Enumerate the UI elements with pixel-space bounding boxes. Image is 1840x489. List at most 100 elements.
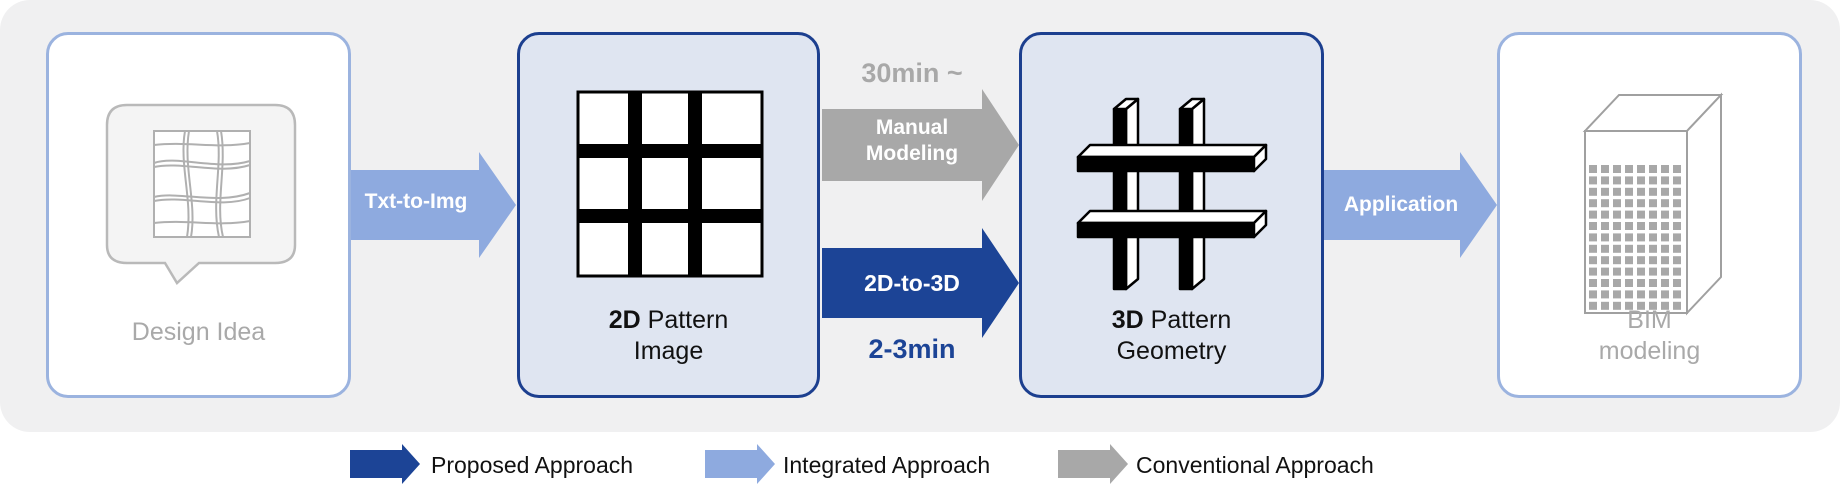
bim-facade-cell: [1589, 222, 1597, 230]
bim-facade-cell: [1625, 267, 1633, 276]
bim-facade-cell: [1649, 165, 1657, 173]
pattern-2d-label: 2D Pattern Image: [520, 305, 817, 367]
bim-facade-cell: [1625, 187, 1633, 196]
pattern-3d-label: 3D Pattern Geometry: [1022, 305, 1321, 367]
bim-facade-cell: [1649, 256, 1657, 265]
bim-facade-cell: [1673, 222, 1681, 230]
application-label: Application: [1343, 193, 1459, 216]
bim-facade-cell: [1661, 233, 1669, 242]
pattern-3d-label-line1: Pattern: [1143, 306, 1232, 334]
pattern-3d-label-line2: Geometry: [1116, 337, 1227, 365]
bim-facade-cell: [1601, 301, 1609, 310]
bim-facade-cell: [1649, 244, 1657, 253]
bim-label-line1: BIM: [1627, 306, 1672, 334]
bim-facade-cell: [1673, 233, 1681, 242]
bim-facade-cell: [1613, 199, 1621, 208]
bim-facade-cell: [1649, 290, 1657, 299]
2d-to-3d-time: 2-3min: [868, 334, 956, 364]
bim-facade-cell: [1673, 267, 1681, 276]
pattern-3d-box: 3D Pattern Geometry: [1019, 32, 1324, 398]
legend-conventional-swatch: [1058, 444, 1128, 484]
grid-pattern-2d-image: [576, 90, 764, 278]
legend-conventional-label: Conventional Approach: [1136, 452, 1374, 478]
bim-facade-cell: [1625, 301, 1633, 310]
grid-pattern-3d-geometry: [1076, 97, 1268, 291]
bim-facade-cell: [1589, 256, 1597, 265]
bim-facade-cell: [1637, 290, 1645, 299]
bim-facade-cell: [1661, 290, 1669, 299]
bim-facade-cell: [1625, 222, 1633, 230]
bim-facade-cell: [1625, 244, 1633, 253]
design-idea-label: Design Idea: [131, 318, 266, 346]
bim-facade-cell: [1601, 210, 1609, 219]
bim-facade-cell: [1625, 199, 1633, 208]
bim-facade-cell: [1589, 290, 1597, 299]
bim-facade-cell: [1601, 267, 1609, 276]
bim-facade-cell: [1613, 222, 1621, 230]
manual-modeling-label-line2: Modeling: [865, 142, 959, 165]
bim-facade-cell: [1649, 233, 1657, 242]
pattern-2d-box: 2D Pattern Image: [517, 32, 820, 398]
bim-facade-cell: [1601, 222, 1609, 230]
bim-facade-cell: [1601, 187, 1609, 196]
manual-modeling-time: 30min ~: [861, 58, 963, 88]
bim-facade-cell: [1661, 222, 1669, 230]
bim-facade-cell: [1589, 165, 1597, 173]
bim-facade-cell: [1601, 256, 1609, 265]
legend-integrated-swatch: [705, 444, 775, 484]
bim-facade-cell: [1661, 301, 1669, 310]
bim-facade-cell: [1673, 187, 1681, 196]
bim-facade-cell: [1625, 165, 1633, 173]
2d-to-3d-arrow: [822, 228, 1019, 338]
txt-to-img-arrow: [351, 152, 516, 258]
bim-facade-cell: [1613, 290, 1621, 299]
pattern-2d-label-bold: 2D: [608, 306, 641, 334]
bim-facade-cell: [1673, 290, 1681, 299]
bim-facade-cell: [1649, 279, 1657, 287]
speech-bubble-pattern-icon: [105, 103, 297, 285]
bim-facade-cell: [1613, 301, 1621, 310]
bim-facade-cell: [1601, 165, 1609, 173]
bim-facade-cell: [1613, 176, 1621, 185]
bim-facade-cell: [1637, 233, 1645, 242]
bim-facade-cell: [1601, 176, 1609, 185]
bim-facade-cell: [1637, 256, 1645, 265]
manual-modeling-label-line1: Manual: [875, 116, 949, 139]
bim-facade-cell: [1625, 176, 1633, 185]
bim-facade-cell: [1673, 244, 1681, 253]
bim-facade-cell: [1589, 279, 1597, 287]
bim-facade-cell: [1589, 176, 1597, 185]
bim-facade-cell: [1661, 199, 1669, 208]
bim-facade-cell: [1661, 187, 1669, 196]
bim-facade-cell: [1613, 187, 1621, 196]
bim-facade-cell: [1649, 222, 1657, 230]
bim-facade-cell: [1661, 279, 1669, 287]
bim-facade-cell: [1673, 279, 1681, 287]
pattern-2d-label-line2: Image: [633, 337, 704, 365]
legend-proposed-label: Proposed Approach: [431, 452, 634, 478]
bim-facade-cell: [1637, 222, 1645, 230]
bim-facade-cell: [1637, 165, 1645, 173]
bim-facade-cell: [1649, 187, 1657, 196]
bim-facade-cell: [1637, 176, 1645, 185]
bim-facade-cell: [1601, 233, 1609, 242]
bim-facade-cell: [1601, 290, 1609, 299]
legend-integrated-label: Integrated Approach: [783, 452, 991, 478]
bim-facade-cell: [1637, 267, 1645, 276]
bim-facade-cell: [1613, 267, 1621, 276]
bim-facade-cell: [1637, 244, 1645, 253]
bim-facade-cell: [1649, 199, 1657, 208]
bim-facade-cell: [1613, 244, 1621, 253]
bim-facade-cell: [1589, 210, 1597, 219]
bim-facade-cell: [1673, 301, 1681, 310]
bim-facade-cell: [1625, 233, 1633, 242]
bim-facade-cell: [1601, 244, 1609, 253]
bim-facade-cell: [1661, 210, 1669, 219]
bim-facade-cell: [1625, 256, 1633, 265]
bim-facade-cell: [1613, 256, 1621, 265]
bim-facade-cell: [1589, 244, 1597, 253]
bim-facade-cell: [1649, 301, 1657, 310]
application-arrow: [1324, 152, 1497, 258]
bim-facade-cell: [1589, 301, 1597, 310]
bim-facade-cell: [1673, 256, 1681, 265]
